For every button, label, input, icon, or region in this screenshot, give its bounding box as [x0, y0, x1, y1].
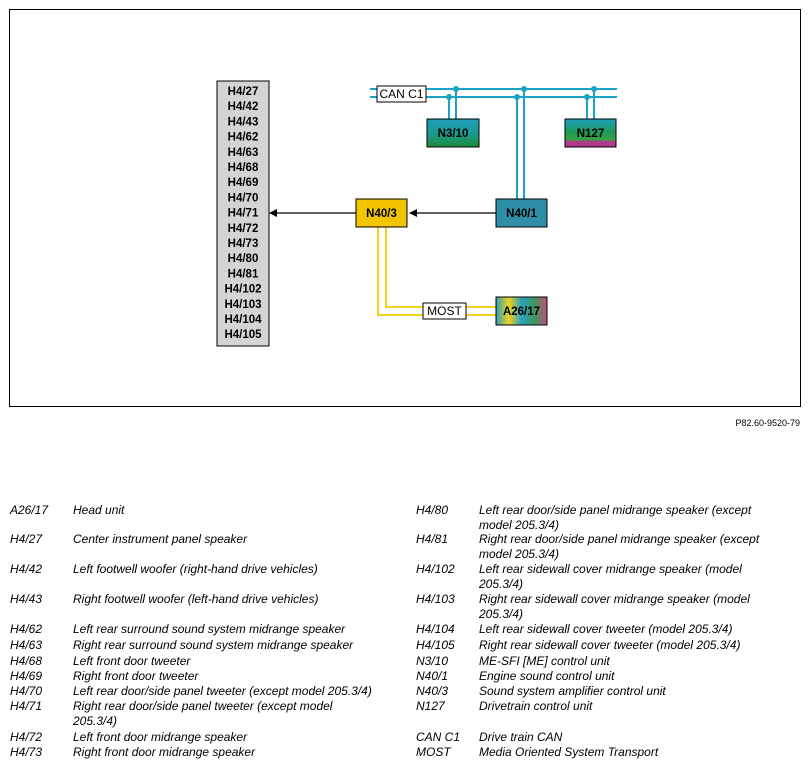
can-c1-label: CAN C1 — [376, 85, 427, 103]
svg-text:N3/10: N3/10 — [438, 128, 469, 140]
svg-text:MOST: MOST — [427, 304, 462, 318]
legend-description: Right rear door/side panel tweeter (exce… — [73, 699, 333, 728]
most-bus — [377, 227, 496, 316]
legend-code: N127 — [416, 699, 445, 713]
legend-description: Left rear sidewall cover midrange speake… — [479, 562, 742, 591]
speaker-code: H4/62 — [228, 132, 259, 144]
legend-description: Drivetrain control unit — [479, 699, 593, 713]
speaker-code: H4/73 — [228, 238, 259, 250]
module-n127: N127 — [564, 118, 617, 148]
legend-code: H4/102 — [416, 562, 455, 576]
legend-code: N40/3 — [416, 684, 449, 698]
speaker-code: H4/43 — [228, 116, 259, 128]
svg-text:N40/1: N40/1 — [506, 208, 537, 220]
diagram-reference-number: P82.60-9520-79 — [735, 418, 800, 428]
speaker-code: H4/63 — [228, 147, 259, 159]
legend-code: H4/104 — [416, 622, 455, 636]
legend-code: H4/42 — [10, 562, 43, 576]
legend-right-column: H4/80 Left rear door/side panel midrange … — [416, 503, 811, 763]
legend-code: H4/73 — [10, 745, 43, 759]
speaker-code: H4/80 — [228, 253, 259, 265]
legend-code: H4/69 — [10, 669, 43, 683]
module-a26-17: A26/17 — [495, 296, 548, 326]
legend-description: Right rear sidewall cover tweeter (model… — [479, 638, 741, 652]
speaker-code: H4/71 — [228, 208, 259, 220]
svg-text:N127: N127 — [577, 128, 605, 140]
legend-description: Right rear surround sound system midrang… — [73, 638, 354, 652]
module-n40-1: N40/1 — [495, 198, 548, 228]
legend-code: N3/10 — [416, 654, 449, 668]
diagram-frame — [9, 9, 801, 407]
legend-code: H4/105 — [416, 638, 455, 652]
svg-text:CAN C1: CAN C1 — [379, 87, 423, 101]
legend-description: Sound system amplifier control unit — [479, 684, 666, 698]
speaker-code: H4/70 — [228, 192, 259, 204]
legend-description: Left front door tweeter — [73, 654, 191, 668]
legend-code: H4/63 — [10, 638, 43, 652]
legend-description: Engine sound control unit — [479, 669, 615, 683]
speaker-code: H4/103 — [224, 299, 261, 311]
speaker-code: H4/102 — [224, 284, 261, 296]
speaker-code: H4/72 — [228, 223, 259, 235]
legend-description: Left rear surround sound system midrange… — [73, 622, 346, 636]
legend-code: MOST — [416, 745, 451, 759]
legend-code: H4/81 — [416, 532, 449, 546]
legend-code: H4/27 — [10, 532, 43, 546]
legend-code: A26/17 — [10, 503, 49, 517]
speaker-code: H4/81 — [228, 268, 259, 280]
legend-code: N40/1 — [416, 669, 449, 683]
legend-description: Drive train CAN — [479, 730, 563, 744]
most-label: MOST — [422, 302, 467, 320]
speaker-code: H4/104 — [224, 314, 262, 326]
legend-description: Head unit — [73, 503, 125, 517]
wiring-diagram: CAN C1 MOST H4/27H4/42H4/43H4/62H4/63H4/… — [216, 80, 617, 347]
legend-description: Right footwell woofer (left-hand drive v… — [73, 592, 319, 606]
legend-description: Right front door midrange speaker — [73, 745, 256, 759]
legend-code: H4/70 — [10, 684, 43, 698]
legend-description: Right front door tweeter — [73, 669, 199, 683]
legend-description: Left front door midrange speaker — [73, 730, 248, 744]
legend-code: H4/71 — [10, 699, 43, 713]
svg-text:N40/3: N40/3 — [366, 208, 397, 220]
legend-description: Left rear sidewall cover tweeter (model … — [479, 622, 733, 636]
legend-code: H4/62 — [10, 622, 43, 636]
legend-code: H4/80 — [416, 503, 449, 517]
legend-code: H4/68 — [10, 654, 43, 668]
legend-code: H4/43 — [10, 592, 43, 606]
speaker-code: H4/105 — [224, 329, 262, 341]
legend-description: Center instrument panel speaker — [73, 532, 248, 546]
speaker-code: H4/27 — [228, 86, 259, 98]
module-n3-10: N3/10 — [426, 118, 480, 148]
legend-description: Media Oriented System Transport — [479, 745, 659, 759]
legend-description: Left rear door/side panel midrange speak… — [479, 503, 752, 532]
legend-description: Right rear door/side panel midrange spea… — [479, 532, 760, 561]
legend-code: CAN C1 — [416, 730, 461, 744]
speaker-group: H4/27H4/42H4/43H4/62H4/63H4/68H4/69H4/70… — [216, 80, 270, 347]
legend-description: Right rear sidewall cover midrange speak… — [479, 592, 750, 621]
speaker-code: H4/68 — [228, 162, 259, 174]
speaker-code: H4/69 — [228, 177, 259, 189]
legend-code: H4/72 — [10, 730, 43, 744]
legend-description: ME-SFI [ME] control unit — [479, 654, 610, 668]
module-n40-3: N40/3 — [355, 198, 408, 228]
legend-description: Left footwell woofer (right-hand drive v… — [73, 562, 318, 576]
legend-description: Left rear door/side panel tweeter (excep… — [73, 684, 372, 698]
svg-text:A26/17: A26/17 — [503, 306, 540, 318]
speaker-code: H4/42 — [228, 101, 259, 113]
legend-code: H4/103 — [416, 592, 455, 606]
